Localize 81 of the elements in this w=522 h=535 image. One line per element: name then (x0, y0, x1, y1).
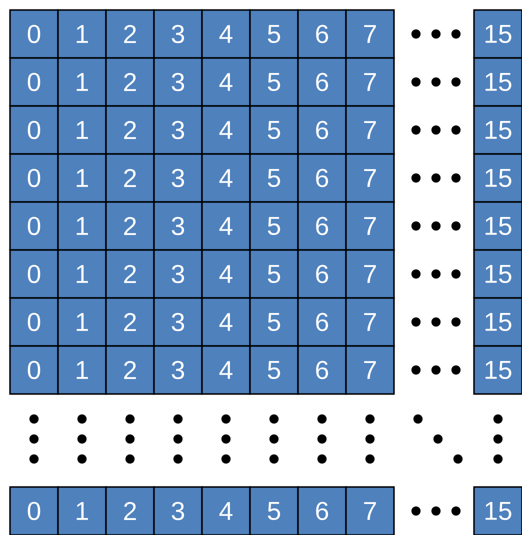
number-cell: 7 (345, 153, 395, 203)
number-cell: 6 (297, 486, 347, 535)
number-cell: 5 (249, 297, 299, 347)
number-cell: 0 (9, 345, 59, 395)
number-cell: 5 (249, 153, 299, 203)
number-cell: 3 (153, 345, 203, 395)
number-cell: 15 (473, 486, 522, 535)
number-cell: 3 (153, 297, 203, 347)
number-cell: 1 (57, 297, 107, 347)
number-cell: 6 (297, 153, 347, 203)
number-cell: 6 (297, 201, 347, 251)
number-cell: 1 (57, 153, 107, 203)
number-cell: 4 (201, 345, 251, 395)
number-cell: 5 (249, 105, 299, 155)
number-cell: 1 (57, 9, 107, 59)
number-cell: 7 (345, 345, 395, 395)
number-cell: 15 (473, 57, 522, 107)
number-cell: 7 (345, 201, 395, 251)
number-cell: 6 (297, 345, 347, 395)
number-cell: 2 (105, 105, 155, 155)
number-cell: 2 (105, 297, 155, 347)
number-cell: 4 (201, 153, 251, 203)
number-cell: 3 (153, 153, 203, 203)
number-cell: 0 (9, 153, 59, 203)
number-cell: 0 (9, 9, 59, 59)
number-cell: 4 (201, 9, 251, 59)
number-cell: 2 (105, 486, 155, 535)
number-cell: 2 (105, 345, 155, 395)
number-cell: 2 (105, 9, 155, 59)
number-cell: 6 (297, 9, 347, 59)
number-cell: 7 (345, 105, 395, 155)
number-cell: 0 (9, 297, 59, 347)
number-cell: 2 (105, 249, 155, 299)
number-cell: 2 (105, 201, 155, 251)
number-cell: 0 (9, 249, 59, 299)
number-cell: 7 (345, 57, 395, 107)
number-cell: 4 (201, 297, 251, 347)
number-cell: 1 (57, 486, 107, 535)
number-cell: 5 (249, 249, 299, 299)
number-cell: 4 (201, 105, 251, 155)
number-cell: 15 (473, 105, 522, 155)
number-cell: 0 (9, 57, 59, 107)
number-cell: 3 (153, 486, 203, 535)
number-cell: 0 (9, 105, 59, 155)
number-cell: 5 (249, 345, 299, 395)
number-cell: 15 (473, 345, 522, 395)
number-cell: 3 (153, 9, 203, 59)
number-cell: 6 (297, 249, 347, 299)
number-cell: 15 (473, 297, 522, 347)
number-cell: 6 (297, 105, 347, 155)
number-cell: 5 (249, 57, 299, 107)
number-cell: 15 (473, 201, 522, 251)
number-cell: 5 (249, 201, 299, 251)
number-cell: 7 (345, 249, 395, 299)
number-cell: 3 (153, 105, 203, 155)
number-cell: 1 (57, 345, 107, 395)
number-cell: 1 (57, 57, 107, 107)
number-cell: 4 (201, 249, 251, 299)
number-cell: 6 (297, 297, 347, 347)
number-cell: 15 (473, 249, 522, 299)
number-cell: 7 (345, 486, 395, 535)
number-cell: 5 (249, 486, 299, 535)
number-cell: 7 (345, 297, 395, 347)
number-cell: 1 (57, 105, 107, 155)
number-cell: 4 (201, 57, 251, 107)
number-cell: 1 (57, 201, 107, 251)
number-cell: 15 (473, 9, 522, 59)
number-cell: 3 (153, 249, 203, 299)
number-cell: 0 (9, 486, 59, 535)
number-cell: 6 (297, 57, 347, 107)
number-cell: 7 (345, 9, 395, 59)
number-cell: 2 (105, 57, 155, 107)
number-cell: 4 (201, 201, 251, 251)
number-cell: 2 (105, 153, 155, 203)
number-cell: 4 (201, 486, 251, 535)
number-cell: 1 (57, 249, 107, 299)
number-cell: 5 (249, 9, 299, 59)
number-cell: 3 (153, 57, 203, 107)
number-cell: 15 (473, 153, 522, 203)
number-cell: 3 (153, 201, 203, 251)
number-cell: 0 (9, 201, 59, 251)
